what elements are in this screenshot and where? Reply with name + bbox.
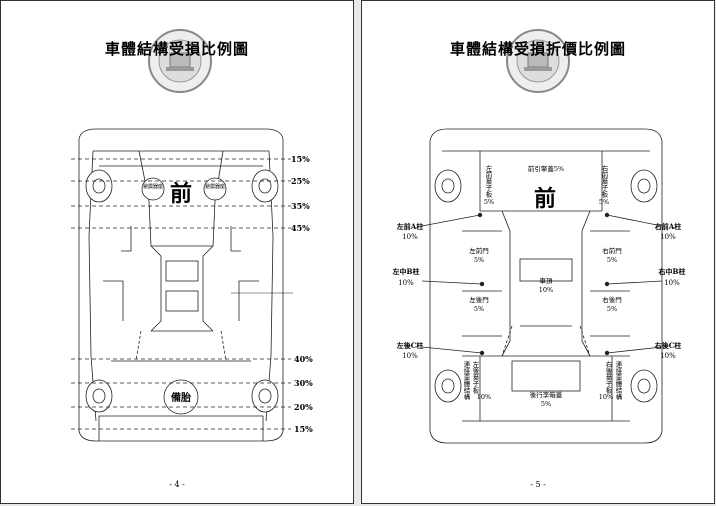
rr-rear-pct: 10%	[599, 393, 613, 401]
fl-door-label: 左前門	[469, 246, 489, 255]
front-glyph: 前	[170, 181, 192, 207]
part-labels: 前引擎蓋5% 前 左前葉子板 5% 右前葉子板 5% 左前門 5% 右前門 5%…	[462, 164, 622, 408]
percent-lines	[71, 158, 291, 430]
page-title: 車體結構受損比例圖	[104, 40, 249, 58]
rl-door-pct: 5%	[474, 305, 484, 313]
pillar-a-left-label: 左前A柱	[396, 222, 423, 231]
shock-tower-label-left: 避震器座	[143, 183, 163, 190]
pct-label: 15%	[291, 154, 310, 164]
rr-struct-label: 連接車體結構	[614, 360, 622, 402]
page-title: 車體結構受損折價比例圖	[449, 40, 626, 58]
pillar-labels: 左前A柱 10% 右前A柱 10% 左中B柱 10% 右中B柱 10% 左後C柱…	[392, 222, 686, 360]
trunk-label: 後行李箱蓋	[530, 390, 563, 399]
rr-door-label: 右後門	[602, 295, 622, 304]
fl-fender-label: 左前葉子板	[484, 164, 492, 199]
pillar-b-right-pct: 10%	[664, 279, 680, 287]
pct-label: 20%	[294, 402, 313, 412]
rr-door-pct: 5%	[607, 305, 617, 313]
association-seal	[148, 29, 212, 93]
pillar-arrows	[421, 212, 663, 356]
pct-label: 15%	[294, 424, 313, 434]
car-outline	[429, 128, 663, 444]
percent-labels: 15% 25% 35% 45% 40% 30% 20% 15%	[291, 154, 313, 434]
pillar-c-left-pct: 10%	[402, 352, 418, 360]
rl-door-label: 左後門	[469, 295, 489, 304]
pct-label: 40%	[294, 354, 313, 364]
rl-fender-label: 左後葉子板	[471, 360, 479, 395]
pillar-c-left-label: 左後C柱	[396, 341, 424, 350]
roof-pct: 10%	[539, 286, 553, 294]
fr-door-label: 右前門	[602, 246, 622, 255]
pct-label: 30%	[294, 378, 313, 388]
pct-label: 25%	[291, 176, 310, 186]
rl-rear-pct: 10%	[477, 393, 491, 401]
shock-tower-label-right: 避震器座	[205, 183, 225, 190]
fr-fender-label: 右前葉子板	[600, 164, 608, 199]
rr-fender-label: 右後葉子板	[604, 360, 612, 395]
fl-fender-pct: 5%	[484, 198, 494, 206]
trunk-pct: 5%	[541, 400, 551, 408]
pillar-b-left-pct: 10%	[398, 279, 414, 287]
roof-label: 車頂	[540, 276, 554, 285]
right-page: 前引擎蓋5% 前 左前葉子板 5% 右前葉子板 5% 左前門 5% 右前門 5%…	[361, 0, 715, 504]
right-car-diagram: 前引擎蓋5% 前 左前葉子板 5% 右前葉子板 5% 左前門 5% 右前門 5%…	[392, 29, 686, 444]
fr-door-pct: 5%	[607, 256, 617, 264]
fl-door-pct: 5%	[474, 256, 484, 264]
page-number: - 4 -	[169, 480, 185, 489]
pillar-c-right-pct: 10%	[660, 352, 676, 360]
front-glyph: 前	[534, 186, 556, 212]
pillar-b-right-label: 右中B柱	[658, 267, 686, 276]
wheels	[434, 169, 658, 403]
spare-tire-label: 備胎	[171, 391, 191, 404]
rl-struct-label: 連接車體結構	[462, 360, 470, 402]
fr-fender-pct: 5%	[599, 198, 609, 206]
association-seal	[506, 29, 570, 93]
shock-towers	[141, 177, 227, 415]
wheels	[85, 169, 279, 413]
pillar-c-right-label: 右後C柱	[654, 341, 682, 350]
left-car-diagram: 避震器座 避震器座 前 備胎 15% 25% 35% 45% 40% 30% 2…	[71, 29, 313, 442]
pillar-a-left-pct: 10%	[402, 233, 418, 241]
pillar-b-left-label: 左中B柱	[392, 267, 420, 276]
page-number: - 5 -	[530, 480, 546, 489]
pct-label: 45%	[291, 223, 310, 233]
left-page: 避震器座 避震器座 前 備胎 15% 25% 35% 45% 40% 30% 2…	[0, 0, 354, 504]
hood-label: 前引擎蓋5%	[528, 164, 564, 173]
pillar-a-right-label: 右前A柱	[654, 222, 681, 231]
pillar-a-right-pct: 10%	[660, 233, 676, 241]
pct-label: 35%	[291, 201, 310, 211]
